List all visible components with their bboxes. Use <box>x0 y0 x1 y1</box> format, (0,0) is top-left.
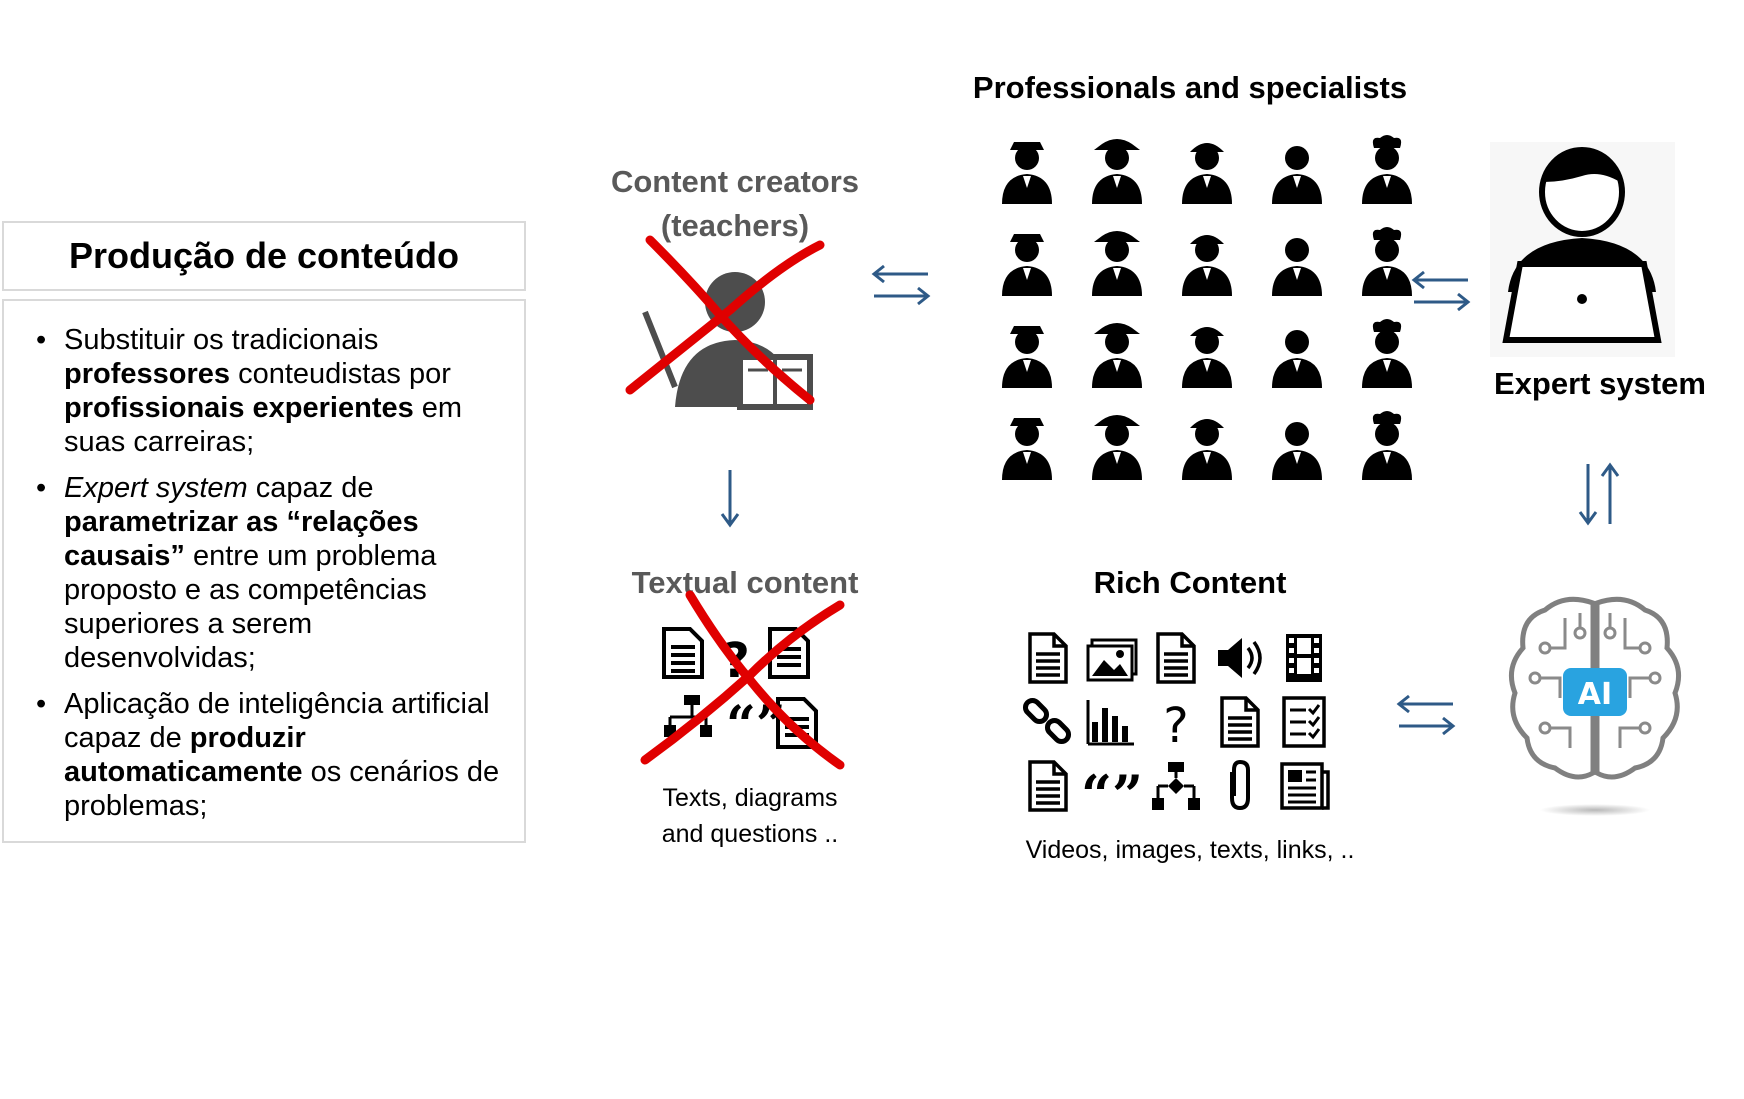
bullet-text: parametrizar as “relações causais” <box>64 506 419 572</box>
bidirectional-arrow-icon <box>1396 694 1456 736</box>
bullet-text: entre um problema proposto e as competên… <box>64 540 437 674</box>
bullet-text: capaz de <box>247 472 374 504</box>
bullet-item: Expert system capaz de parametrizar as “… <box>32 471 504 675</box>
chef-icon <box>1350 132 1424 206</box>
programmer-icon <box>1260 316 1334 390</box>
scientist-icon <box>990 408 1064 482</box>
link-icon <box>1020 694 1076 750</box>
textual-content-cross-icon <box>640 590 845 770</box>
flowchart-icon <box>1148 758 1204 814</box>
expert-system-label: Expert system <box>1494 366 1706 401</box>
document-icon <box>1020 630 1076 686</box>
bullet-item: Aplicação de inteligência artificial cap… <box>32 687 504 823</box>
bidirectional-arrow-icon <box>1411 270 1471 312</box>
textual-content-icons: ? “” <box>662 627 818 755</box>
ai-brain-icon: AI <box>1508 596 1682 816</box>
checklist-icon <box>1276 694 1332 750</box>
dj-icon <box>990 316 1064 390</box>
bullet-text: produzir automaticamente <box>64 722 306 788</box>
section-title: Produção de conteúdo <box>68 235 460 276</box>
judge-icon <box>1350 408 1424 482</box>
nurse-icon <box>1350 224 1424 298</box>
businessman-icon <box>1260 408 1334 482</box>
svg-text:“”: “” <box>1084 763 1140 814</box>
question-mark-icon: ? <box>1148 694 1204 750</box>
police-officer-icon <box>990 132 1064 206</box>
expert-system-user-laptop-icon <box>1490 142 1675 357</box>
waiter-icon <box>1260 132 1334 206</box>
bullet-list: Substituir os tradicionais professores c… <box>32 323 504 823</box>
down-arrow-icon <box>720 470 740 528</box>
rich-content-label: Rich Content <box>1093 565 1287 600</box>
doctor-icon <box>1260 224 1334 298</box>
soldier-icon <box>1170 132 1244 206</box>
farmer-icon <box>1080 132 1154 206</box>
bullet-text: professores <box>64 358 231 390</box>
bullet-text: Substituir os tradicionais <box>64 324 379 356</box>
bullet-text: Aplicação de inteligência artificial cap… <box>64 688 490 754</box>
bullet-text: os cenários de problemas; <box>64 756 500 822</box>
quote-icon: “” <box>1084 758 1140 814</box>
textual-content-caption: Texts, diagrams and questions .. <box>661 784 839 848</box>
firefighter-icon <box>1350 316 1424 390</box>
content-creators-label: Content creators (teachers) <box>610 164 860 243</box>
painter-icon <box>1080 316 1154 390</box>
document-icon <box>1020 758 1076 814</box>
teacher-cross-icon <box>625 235 825 405</box>
professionals-grid <box>990 132 1424 482</box>
bullet-list-box: Substituir os tradicionais professores c… <box>2 299 526 843</box>
ai-badge-text: AI <box>1578 677 1612 712</box>
call-center-icon <box>990 224 1064 298</box>
section-title-box: Produção de conteúdo <box>2 221 526 291</box>
pilot-icon <box>1170 316 1244 390</box>
construction-worker-icon <box>1170 408 1244 482</box>
document-icon <box>1212 694 1268 750</box>
document-icon <box>1148 630 1204 686</box>
newspaper-icon <box>1276 758 1332 814</box>
bullet-text: em suas carreiras; <box>64 392 463 458</box>
bullet-item: Substituir os tradicionais professores c… <box>32 323 504 459</box>
bullet-text: profissionais experientes <box>64 392 414 424</box>
svg-text:?: ? <box>1163 698 1188 750</box>
bar-chart-icon <box>1084 694 1140 750</box>
electrician-icon <box>1080 408 1154 482</box>
professionals-label: Professionals and specialists <box>972 70 1408 105</box>
rich-content-caption: Videos, images, texts, links, .. <box>1025 836 1355 864</box>
bullet-text: conteudistas por <box>230 358 451 390</box>
textual-content-label: Textual content <box>631 565 859 600</box>
rich-content-grid: ? “” <box>1020 630 1332 814</box>
bullet-text: Expert system <box>64 472 248 504</box>
captain-icon <box>1170 224 1244 298</box>
film-icon <box>1276 630 1332 686</box>
speaker-icon <box>1212 630 1268 686</box>
bidirectional-arrow-icon <box>871 264 931 306</box>
bidirectional-vertical-arrow-icon <box>1578 462 1620 526</box>
musician-icon <box>1080 224 1154 298</box>
paperclip-icon <box>1212 758 1268 814</box>
image-gallery-icon <box>1084 630 1140 686</box>
